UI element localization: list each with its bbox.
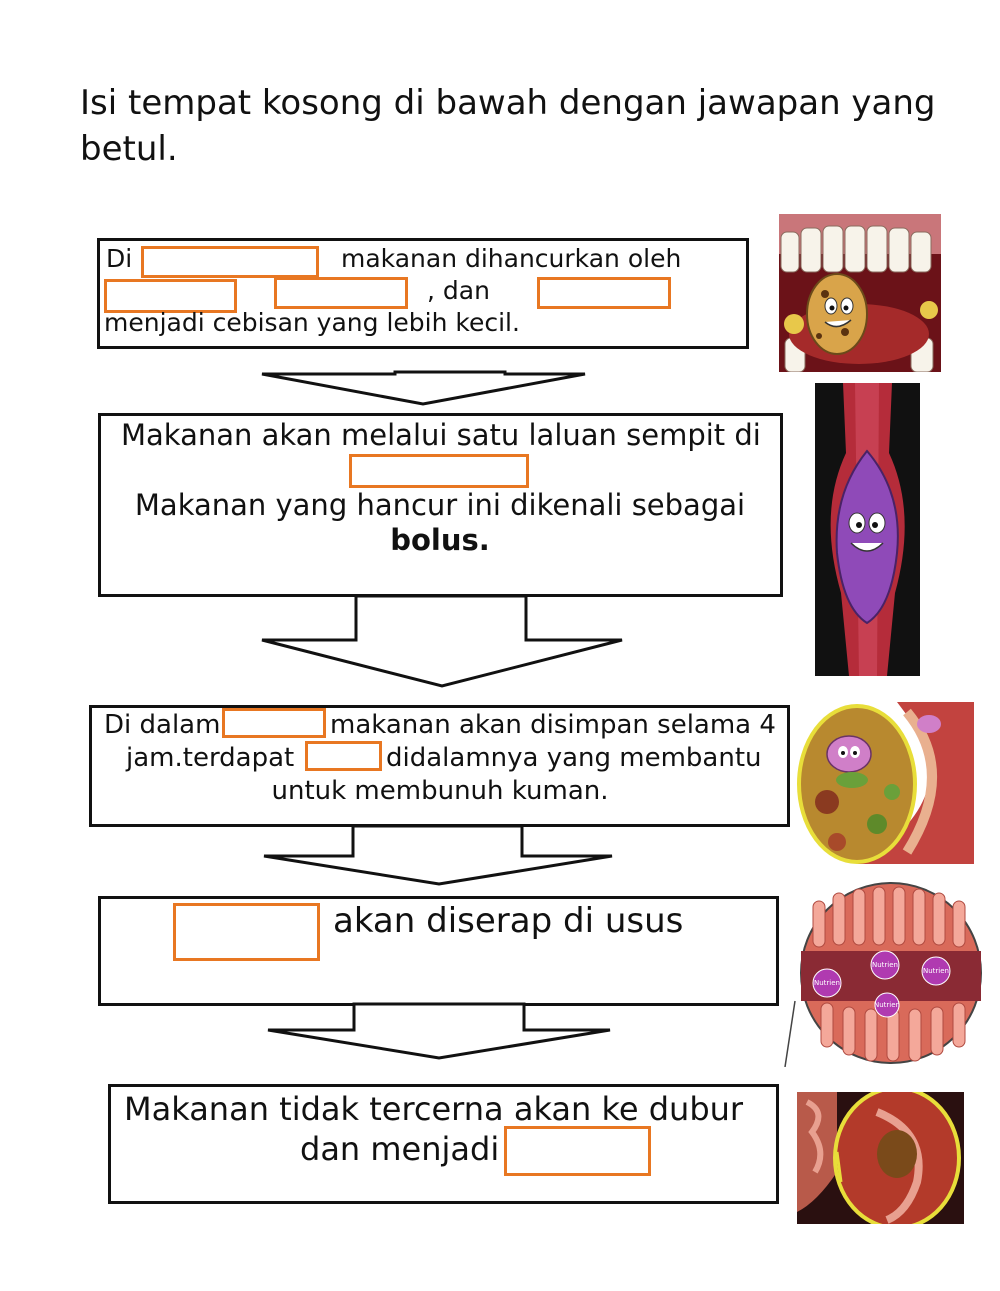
step-5-box <box>108 1084 779 1204</box>
blank-teeth[interactable] <box>104 279 237 313</box>
instruction-heading: Isi tempat kosong di bawah dengan jawapa… <box>80 83 936 169</box>
step-4-text-a: akan diserap di usus <box>333 901 684 941</box>
arrow-3 <box>263 824 613 886</box>
step-5-text-b: dan menjadi <box>300 1130 500 1168</box>
blank-nutrients[interactable] <box>173 903 320 961</box>
arrow-1 <box>261 370 586 406</box>
step-2-text-b: Makanan yang hancur ini dikenali sebagai <box>134 488 746 522</box>
arrow-2 <box>261 594 623 688</box>
step-5-text-a: Makanan tidak tercerna akan ke dubur <box>124 1090 744 1128</box>
colon-illustration <box>797 1092 964 1224</box>
nutrient-label-1: Nutrien <box>814 979 840 987</box>
nutrient-label-3: Nutrien <box>923 967 949 975</box>
step-1-text-c: menjadi cebisan yang lebih kecil. <box>104 308 520 337</box>
step-1-text-a: makanan dihancurkan oleh <box>341 244 682 273</box>
blank-acid[interactable] <box>305 741 382 771</box>
step-1-text-b: , dan <box>427 276 490 305</box>
step-3-text-e: untuk membunuh kuman. <box>271 776 609 806</box>
blank-esophagus[interactable] <box>349 454 529 488</box>
step-3-text-d: didalamnya yang membantu <box>386 743 762 773</box>
blank-stomach[interactable] <box>222 708 326 738</box>
nutrient-label-2: Nutrien <box>872 961 898 969</box>
step-2-text-bold: bolus. <box>390 523 490 557</box>
step-3-text-c: jam.terdapat <box>126 743 295 773</box>
blank-tongue[interactable] <box>274 277 408 309</box>
arrow-4 <box>267 1002 611 1060</box>
step-2-text-a: Makanan akan melalui satu laluan sempit … <box>121 418 761 452</box>
step-3-box <box>89 705 790 827</box>
villi-illustration: Nutrien Nutrien Nutrien Nutrien <box>781 881 1000 1067</box>
stomach-illustration <box>797 702 974 864</box>
blank-mouth[interactable] <box>141 246 319 278</box>
blank-feces[interactable] <box>504 1126 651 1176</box>
esophagus-illustration <box>815 383 920 676</box>
nutrient-label-4: Nutrien <box>874 1001 900 1009</box>
step-1-text-di: Di <box>106 244 133 273</box>
mouth-illustration <box>779 214 941 372</box>
step-3-text-a: Di dalam <box>104 710 221 740</box>
blank-saliva[interactable] <box>537 277 671 309</box>
step-3-text-b: makanan akan disimpan selama 4 <box>330 710 776 740</box>
